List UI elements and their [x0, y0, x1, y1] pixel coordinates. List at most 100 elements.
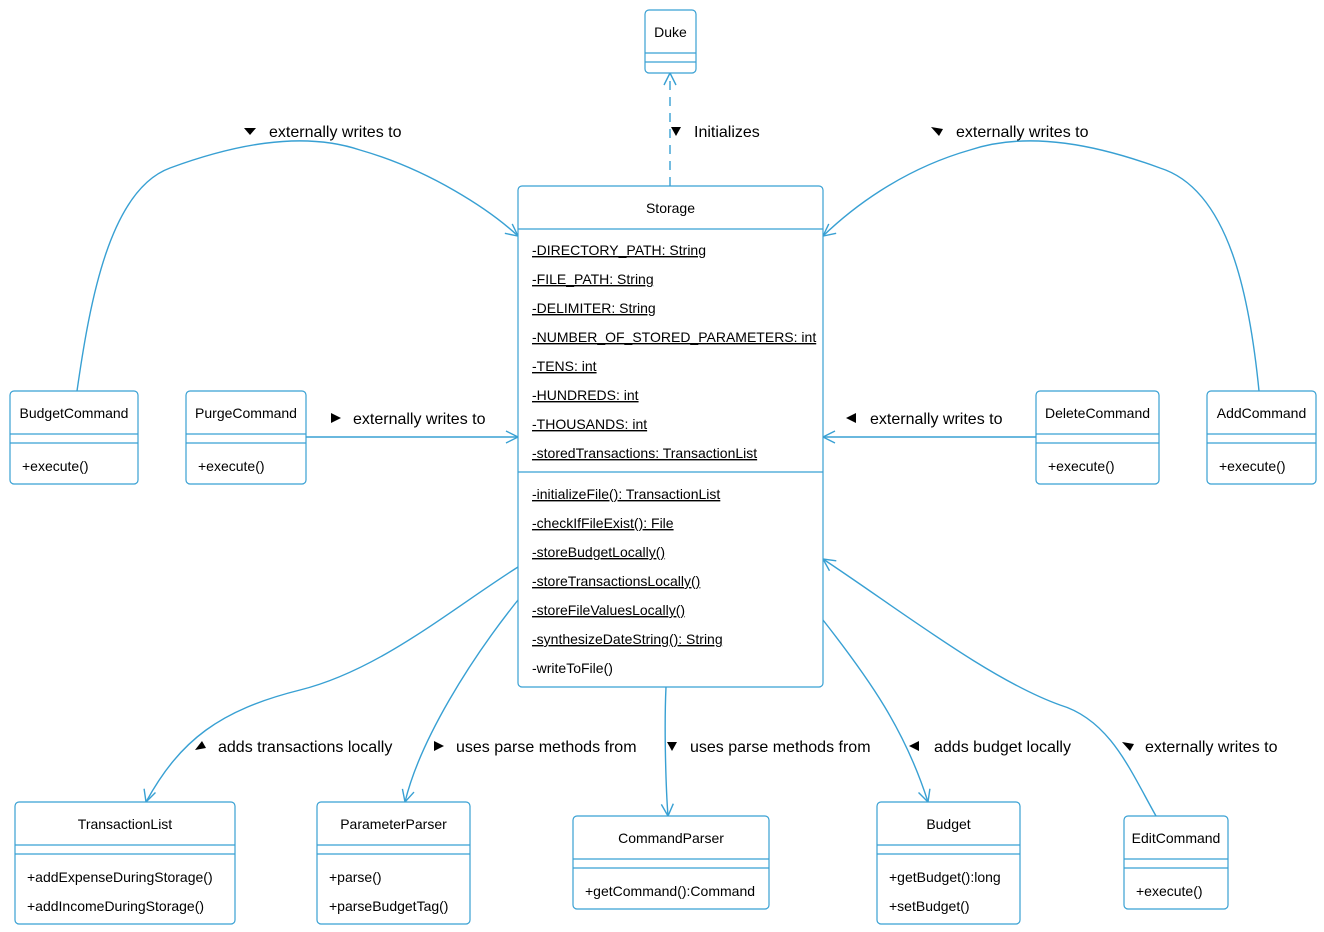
method: +addExpenseDuringStorage() [27, 869, 213, 885]
relation-label-addcommand-storage: externally writes to [931, 124, 1089, 141]
relation-storage-transactionlist[interactable] [143, 566, 519, 804]
class-addcommand[interactable]: AddCommand+execute() [1206, 390, 1317, 485]
attribute: -DELIMITER: String [532, 300, 656, 316]
class-box [316, 801, 471, 925]
relation-label-text: adds budget locally [934, 739, 1071, 756]
relation-addcommand-storage[interactable] [821, 140, 1260, 392]
class-box [1035, 390, 1160, 485]
relation-label-text: externally writes to [870, 411, 1003, 428]
direction-triangle-icon [931, 127, 943, 136]
method: -writeToFile() [532, 660, 613, 676]
relation-label-text: adds transactions locally [218, 739, 392, 756]
relation-storage-budget[interactable] [822, 619, 931, 804]
class-budgetcommand[interactable]: BudgetCommand +execute() [9, 390, 139, 485]
relation-label-storage-commandparser: uses parse methods from [667, 739, 871, 756]
relation-purgecommand-storage[interactable] [306, 430, 520, 444]
attribute: -FILE_PATH: String [532, 271, 654, 287]
direction-triangle-icon [244, 128, 256, 135]
class-duke[interactable]: Duke [644, 9, 697, 74]
class-box [1123, 815, 1229, 910]
relation-line [76, 140, 519, 392]
class-budget[interactable]: Budget +getBudget():long +setBudget() [876, 801, 1021, 925]
direction-triangle-icon [195, 741, 206, 750]
attribute: -THOUSANDS: int [532, 416, 647, 432]
method: +execute() [1136, 883, 1203, 899]
relation-label-editcommand-storage: externally writes to [1122, 739, 1278, 756]
class-purgecommand[interactable]: PurgeCommand +execute() [185, 390, 307, 485]
relation-line [822, 140, 1260, 392]
method: +parse() [329, 869, 382, 885]
class-box [517, 185, 824, 688]
attribute: -NUMBER_OF_STORED_PARAMETERS: int [532, 329, 816, 345]
relation-label-storage-duke: Initializes [671, 124, 760, 141]
class-name: Duke [654, 24, 687, 40]
relation-label-text: Initializes [694, 124, 760, 141]
method: -synthesizeDateString(): String [532, 631, 723, 647]
method: +setBudget() [889, 898, 970, 914]
class-parameterparser[interactable]: ParameterParser +parse() +parseBudgetTag() [316, 801, 471, 925]
class-name: ParameterParser [340, 816, 447, 832]
relation-label-storage-transactionlist: adds transactions locally [195, 739, 392, 756]
attribute: -DIRECTORY_PATH: String [532, 242, 706, 258]
class-box [644, 9, 697, 74]
relation-label-storage-parameterparser: uses parse methods from [434, 739, 637, 756]
class-storage[interactable]: Storage -DIRECTORY_PATH: String -FILE_PATH… [517, 185, 824, 688]
method: +execute() [22, 458, 89, 474]
relation-label-text: uses parse methods from [456, 739, 637, 756]
relation-budgetcommand-storage[interactable] [76, 140, 520, 392]
method: +getCommand():Command [585, 883, 755, 899]
direction-triangle-icon [331, 413, 341, 423]
relation-label-text: externally writes to [956, 124, 1089, 141]
class-name: Storage [646, 200, 695, 216]
class-commandparser[interactable]: CommandParser +getCommand():Command [572, 815, 770, 910]
class-name: Budget [926, 816, 970, 832]
direction-triangle-icon [846, 413, 856, 423]
class-box [14, 801, 236, 925]
relation-line [404, 599, 519, 803]
attribute: -TENS: int [532, 358, 597, 374]
class-editcommand[interactable]: EditCommand +execute() [1123, 815, 1229, 910]
method: -initializeFile(): TransactionList [532, 486, 720, 502]
method: -storeFileValuesLocally() [532, 602, 685, 618]
class-box [1206, 390, 1317, 485]
class-name: EditCommand [1132, 830, 1221, 846]
relation-line [664, 686, 669, 817]
attribute: -HUNDREDS: int [532, 387, 639, 403]
method: -storeTransactionsLocally() [532, 573, 700, 589]
relation-storage-commandparser[interactable] [660, 686, 674, 818]
method: +execute() [198, 458, 265, 474]
relation-line [822, 558, 1157, 817]
class-name: AddCommand [1217, 405, 1307, 421]
class-name: PurgeCommand [195, 405, 297, 421]
class-box [572, 815, 770, 910]
method: +addIncomeDuringStorage() [27, 898, 204, 914]
method: -storeBudgetLocally() [532, 544, 665, 560]
method: +getBudget():long [889, 869, 1001, 885]
method: -checkIfFileExist(): File [532, 515, 674, 531]
relation-storage-parameterparser[interactable] [401, 599, 519, 804]
class-deletecommand[interactable]: DeleteCommand +execute() [1035, 390, 1160, 485]
class-transactionlist[interactable]: TransactionList +addExpenseDuringStorage(… [14, 801, 236, 925]
direction-triangle-icon [1122, 742, 1134, 751]
relation-label-purgecommand-storage: externally writes to [331, 411, 486, 428]
relation-deletecommand-storage[interactable] [821, 430, 1036, 444]
class-box [9, 390, 139, 485]
class-name: CommandParser [618, 830, 724, 846]
relation-label-storage-budget: adds budget locally [909, 739, 1071, 756]
relation-line [822, 619, 929, 803]
class-name: TransactionList [78, 816, 173, 832]
direction-triangle-icon [434, 741, 444, 751]
method: +parseBudgetTag() [329, 898, 448, 914]
direction-triangle-icon [667, 742, 677, 751]
relation-label-deletecommand-storage: externally writes to [846, 411, 1003, 428]
class-name: BudgetCommand [20, 405, 129, 421]
relation-label-text: externally writes to [353, 411, 486, 428]
relation-labels-layer: Initializes externally writes to externall… [195, 124, 1278, 756]
direction-triangle-icon [671, 127, 681, 136]
relation-label-text: uses parse methods from [690, 739, 871, 756]
class-name: DeleteCommand [1045, 405, 1150, 421]
attribute: -storedTransactions: TransactionList [532, 445, 757, 461]
method: +execute() [1048, 458, 1115, 474]
